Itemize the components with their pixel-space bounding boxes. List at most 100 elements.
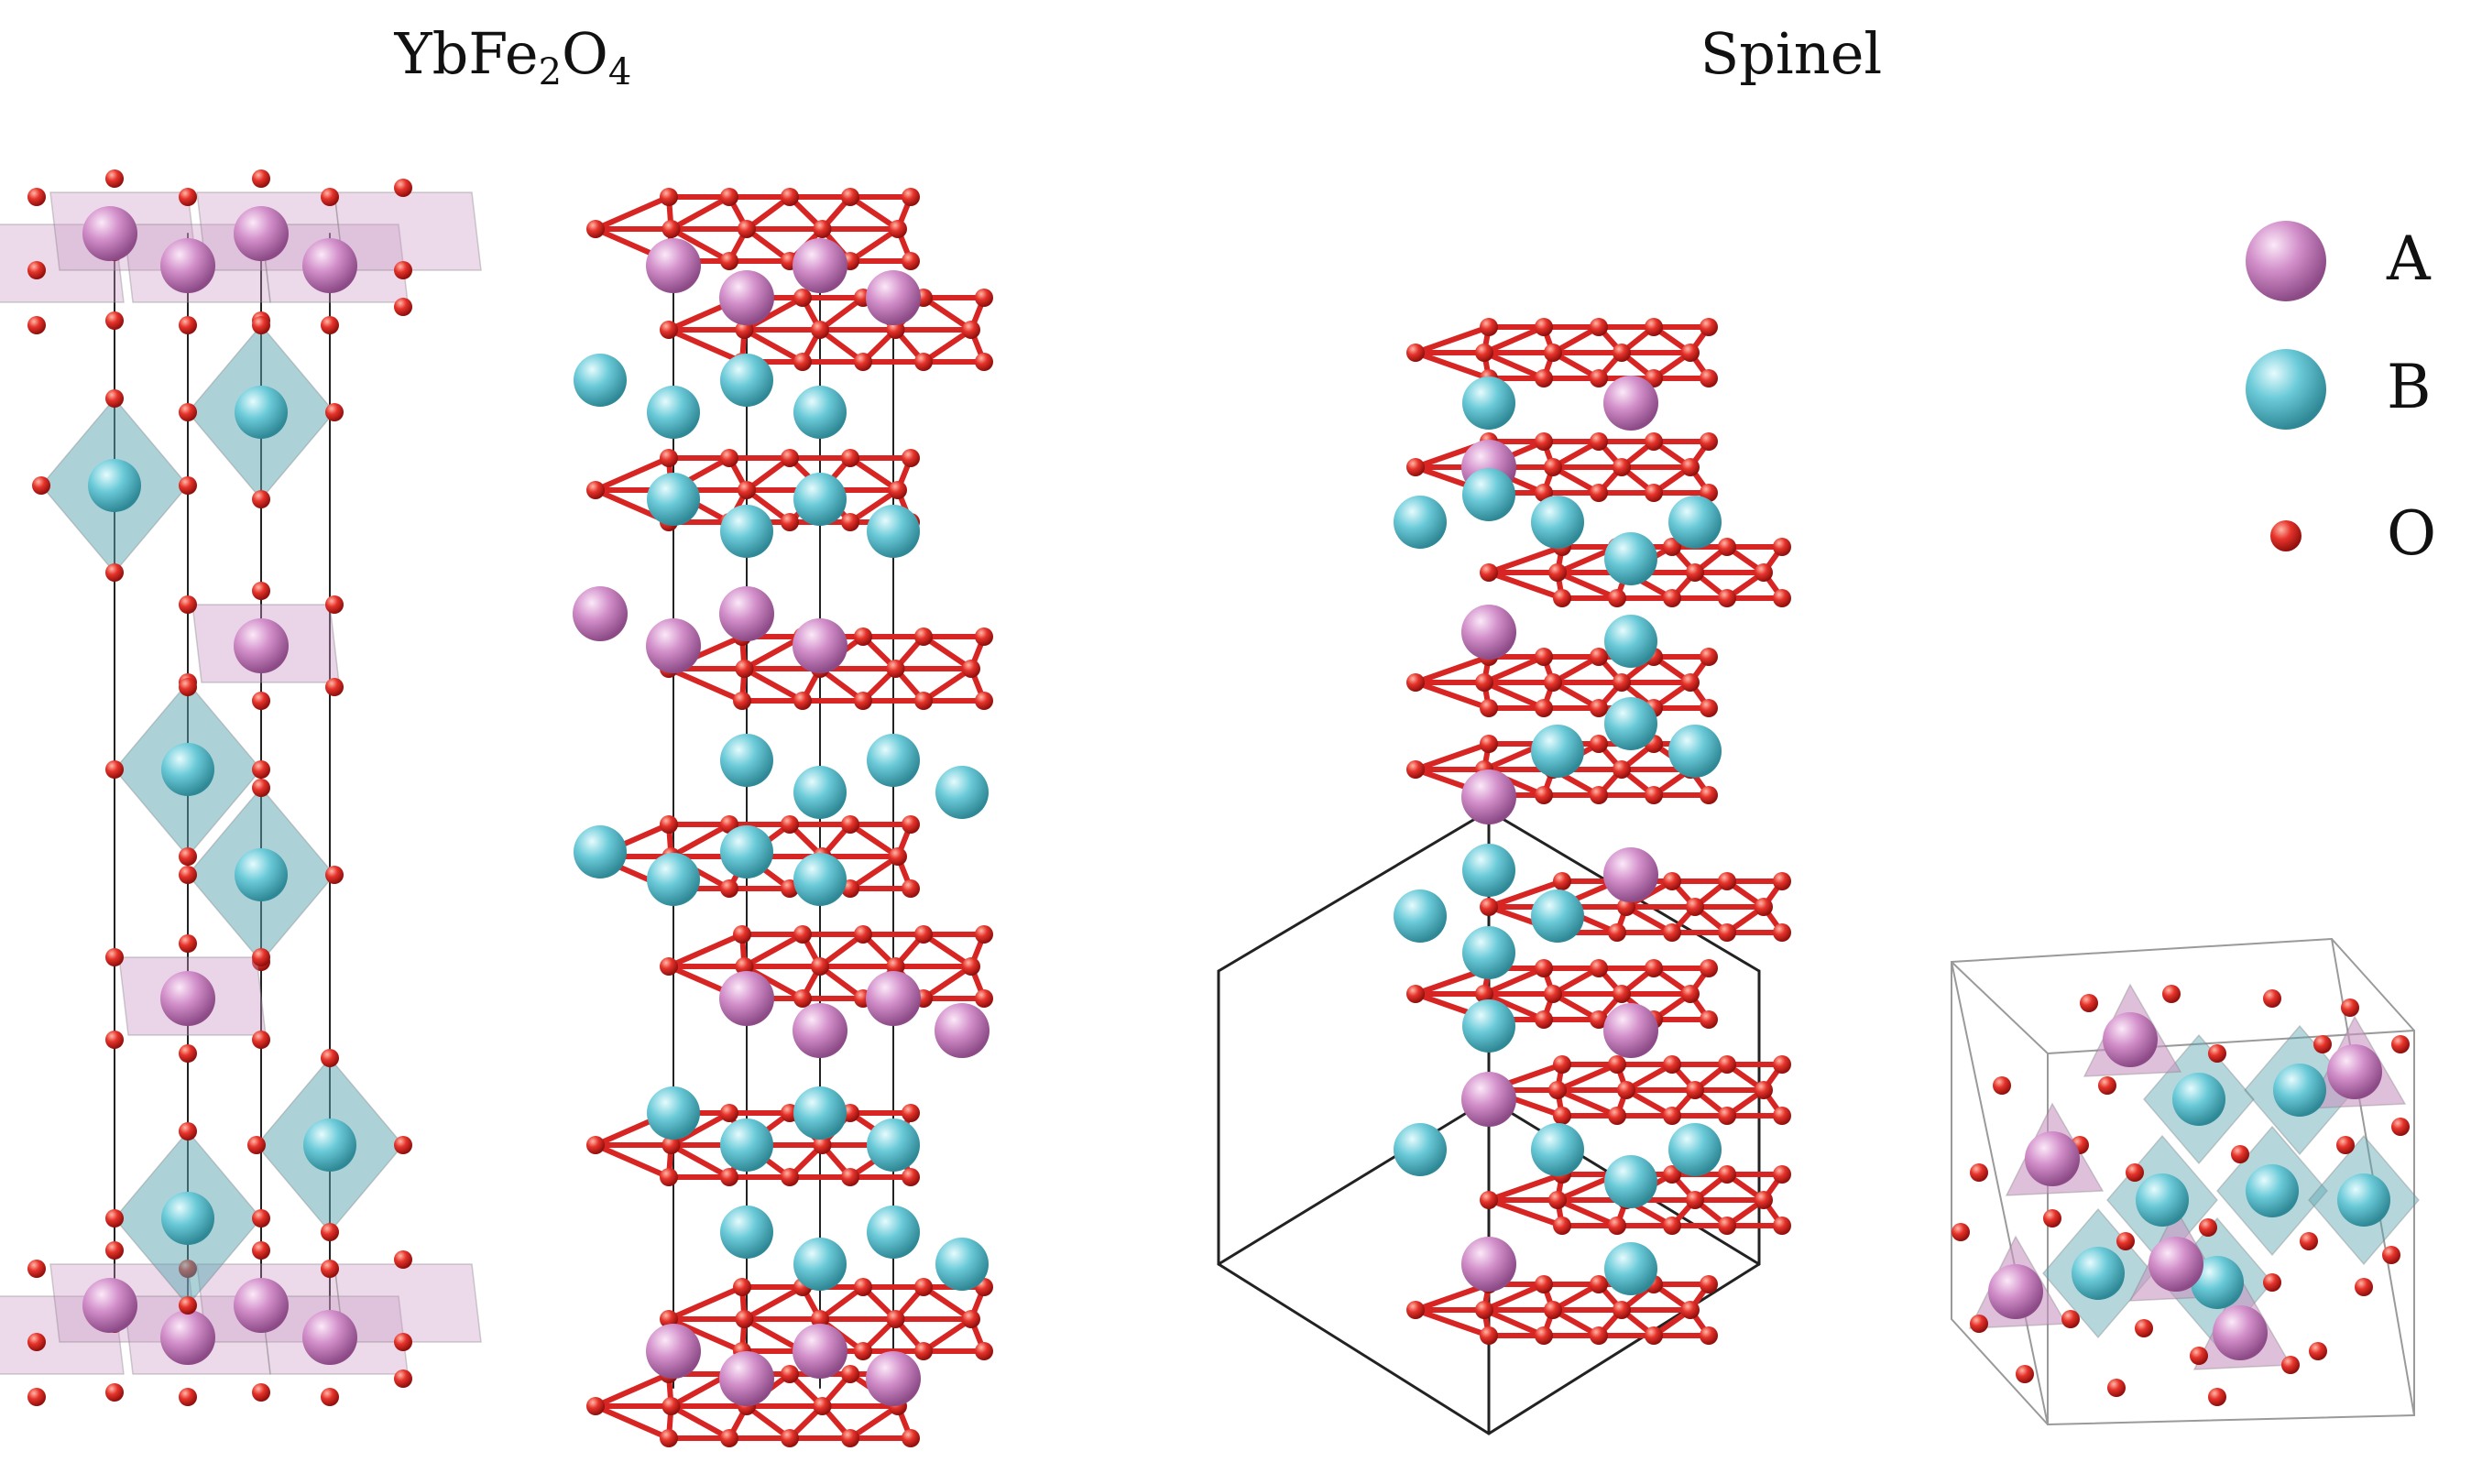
a-atom xyxy=(719,586,774,641)
o-atom xyxy=(27,261,46,279)
o-atom xyxy=(2391,1035,2410,1053)
o-atom xyxy=(1475,673,1493,692)
a-atom xyxy=(160,238,215,293)
o-atom xyxy=(902,188,920,206)
b-atom xyxy=(1462,999,1515,1053)
o-atom xyxy=(1535,369,1553,387)
o-atom xyxy=(1718,1055,1736,1074)
o-atom xyxy=(321,1223,339,1241)
o-atom xyxy=(394,1333,412,1351)
o-atom xyxy=(854,692,872,710)
cube-edge xyxy=(1951,961,2049,1425)
o-atom xyxy=(2199,1218,2217,1237)
o-atom xyxy=(2016,1365,2034,1383)
cube-edge xyxy=(1217,1097,1491,1266)
metal-oxygen-bond xyxy=(666,932,745,969)
o-atom xyxy=(854,627,872,646)
o-atom xyxy=(1480,735,1498,753)
o-atom xyxy=(2208,1388,2226,1406)
o-atom xyxy=(1718,1165,1736,1184)
o-atom xyxy=(1663,1107,1681,1125)
metal-oxygen-bond xyxy=(1555,1087,1620,1118)
o-atom xyxy=(321,188,339,206)
o-atom xyxy=(661,220,681,238)
metal-oxygen-bond xyxy=(921,634,974,671)
title-ybfe2o4: YbFe2O4 xyxy=(394,20,632,93)
metal-oxygen-bond xyxy=(1555,1062,1620,1093)
o-atom xyxy=(1475,985,1493,1003)
o-atom xyxy=(1686,898,1704,916)
o-atom xyxy=(1700,432,1718,451)
o-atom xyxy=(252,779,270,797)
metal-oxygen-bond xyxy=(1413,324,1492,355)
b-atom xyxy=(1604,1155,1657,1208)
metal-oxygen-bond xyxy=(668,1142,732,1180)
metal-oxygen-bond xyxy=(1482,1307,1547,1338)
b-atom xyxy=(574,825,627,878)
o-atom xyxy=(1617,1081,1635,1099)
o-atom xyxy=(841,1429,859,1447)
cube-edge xyxy=(2047,1414,2415,1425)
b-atom xyxy=(1668,1123,1722,1176)
b-atom xyxy=(793,853,847,906)
b-atom xyxy=(2172,1073,2225,1126)
a-atom xyxy=(793,1324,847,1379)
a-atom xyxy=(1461,605,1516,660)
legend-a-atom-icon xyxy=(2246,221,2326,301)
o-atom xyxy=(1544,458,1562,476)
o-atom xyxy=(32,476,50,495)
o-atom xyxy=(660,449,678,467)
o-atom xyxy=(886,321,905,339)
metal-oxygen-bond xyxy=(1482,350,1547,381)
o-atom xyxy=(1718,1217,1736,1235)
a-atom xyxy=(719,270,774,325)
b-atom xyxy=(793,386,847,439)
o-atom xyxy=(2382,1246,2400,1264)
b-atom xyxy=(1668,496,1722,549)
o-atom xyxy=(2231,1145,2249,1163)
o-atom xyxy=(105,169,124,188)
o-atom xyxy=(1755,1191,1773,1209)
o-atom xyxy=(1993,1076,2011,1095)
legend-label-a: A xyxy=(2386,224,2432,294)
o-atom xyxy=(2309,1342,2327,1360)
o-atom xyxy=(841,449,859,467)
a-atom xyxy=(793,238,847,293)
b-atom xyxy=(1604,532,1657,585)
cube-edge xyxy=(1217,809,1491,973)
o-atom xyxy=(27,1388,46,1406)
o-atom xyxy=(321,1388,339,1406)
o-atom xyxy=(325,403,344,421)
metal-oxygen-bond xyxy=(1413,654,1492,685)
o-atom xyxy=(2208,1044,2226,1063)
o-atom xyxy=(1475,1301,1493,1319)
b-atom xyxy=(235,386,288,439)
metal-oxygen-bond xyxy=(847,455,901,493)
cube-edge xyxy=(1951,1318,2049,1425)
cube-edge xyxy=(1951,938,2333,963)
o-atom xyxy=(1544,1301,1562,1319)
o-atom xyxy=(1970,1315,1988,1333)
metal-oxygen-bond xyxy=(741,932,805,969)
o-atom xyxy=(1718,872,1736,890)
o-atom xyxy=(1535,432,1553,451)
o-atom xyxy=(1773,589,1791,607)
o-atom xyxy=(179,403,197,421)
o-atom xyxy=(27,1260,46,1278)
o-atom xyxy=(394,1136,412,1154)
o-atom xyxy=(793,353,812,371)
a-atom xyxy=(234,618,289,673)
metal-oxygen-bond xyxy=(741,1284,805,1322)
o-atom xyxy=(2080,994,2098,1012)
b-atom xyxy=(1394,1123,1447,1176)
o-atom xyxy=(1544,344,1562,362)
o-atom xyxy=(179,847,197,866)
o-atom xyxy=(1613,673,1631,692)
o-atom xyxy=(854,353,872,371)
o-atom xyxy=(1548,563,1567,582)
o-atom xyxy=(1645,432,1663,451)
o-atom xyxy=(252,582,270,600)
o-atom xyxy=(1535,1010,1553,1029)
o-atom xyxy=(1590,318,1608,336)
